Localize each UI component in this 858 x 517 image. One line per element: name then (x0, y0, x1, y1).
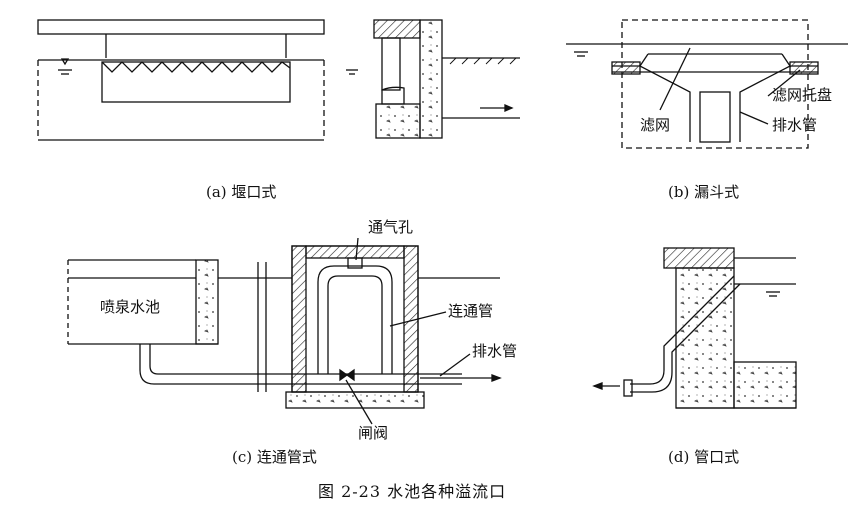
label-pool: 喷泉水池 (100, 298, 161, 316)
label-vent: 通气孔 (368, 218, 414, 236)
panel-b-funnel (566, 19, 848, 149)
caption-a: (a) 堰口式 (206, 183, 277, 201)
caption-c: (c) 连通管式 (232, 448, 317, 466)
caption-b: (b) 漏斗式 (668, 183, 740, 201)
panel-a-weir (37, 19, 520, 141)
label-drain-b: 排水管 (772, 116, 818, 134)
label-filter-tray: 滤网托盘 (772, 86, 833, 104)
panel-d-pipe-mouth (592, 247, 797, 409)
label-drain-c: 排水管 (472, 342, 518, 360)
caption-d: (d) 管口式 (668, 448, 740, 466)
label-valve: 闸阀 (358, 424, 389, 442)
label-filter: 滤网 (640, 116, 671, 134)
label-connector: 连通管 (448, 302, 494, 320)
panel-c-connecting-pipe (67, 237, 502, 425)
figure-title: 图 2-23 水池各种溢流口 (318, 482, 507, 501)
